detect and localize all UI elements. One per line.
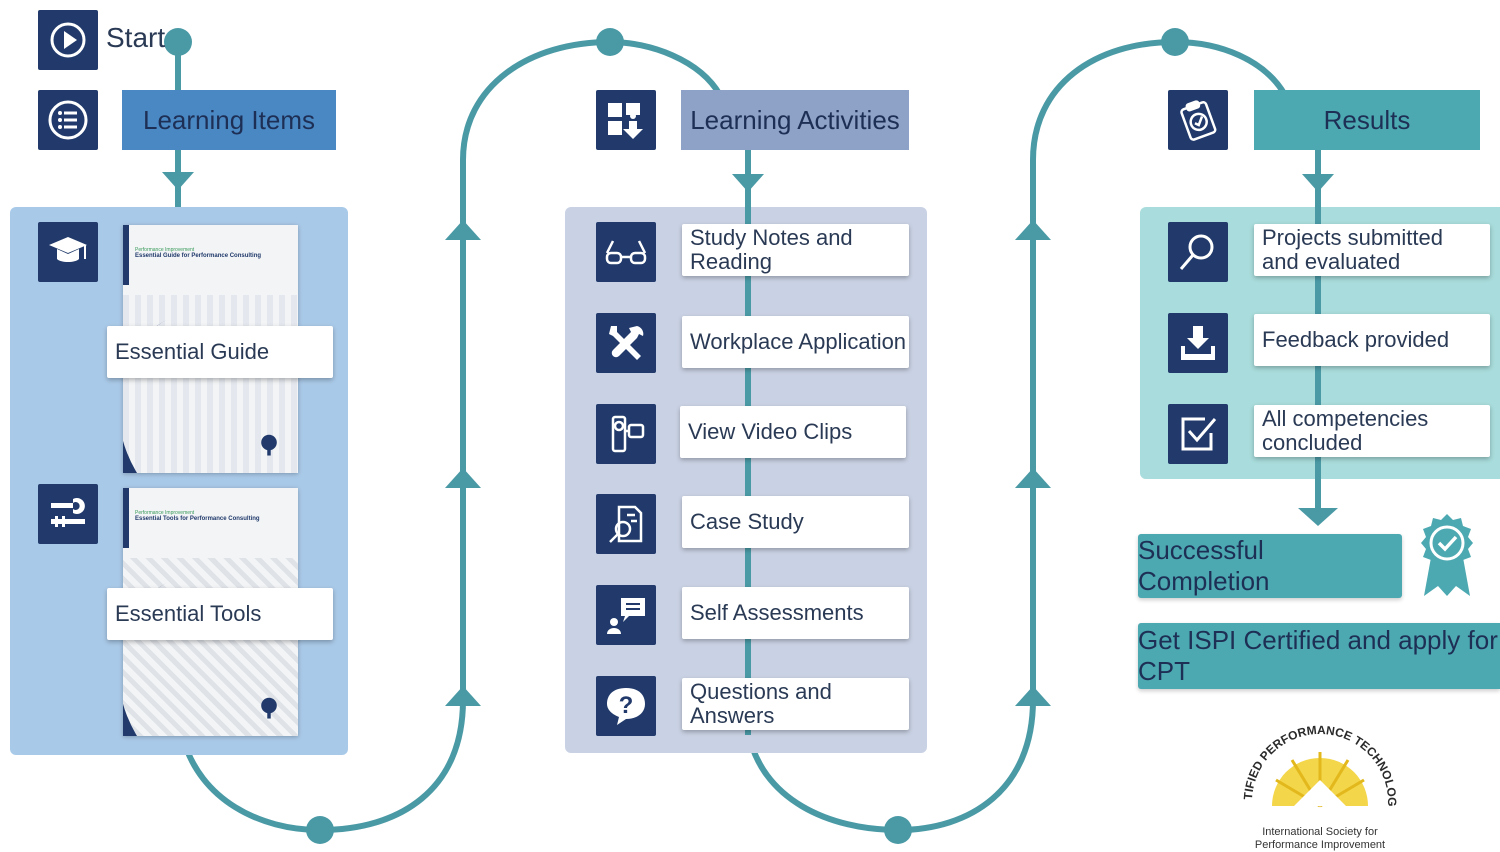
self-assessments-label[interactable]: Self Assessments <box>682 587 909 639</box>
all-competencies-label[interactable]: All competencies concluded <box>1254 405 1490 457</box>
list-icon <box>38 90 98 150</box>
clipboard-check-icon <box>1168 90 1228 150</box>
puzzle-icon <box>596 90 656 150</box>
tools-icon <box>38 484 98 544</box>
projects-submitted-label[interactable]: Projects submitted and evaluated <box>1254 224 1490 276</box>
question-bubble-icon: ? <box>596 676 656 736</box>
essential-tools-label[interactable]: Essential Tools <box>107 588 333 640</box>
doc-pre-text: Performance Improvement <box>135 510 195 516</box>
wrench-screwdriver-icon <box>596 313 656 373</box>
start-label: Start <box>106 22 166 53</box>
award-ribbon-icon <box>1421 514 1473 596</box>
doc-title: Essential Tools for Performance Consulti… <box>135 516 260 522</box>
case-study-label[interactable]: Case Study <box>682 496 909 548</box>
tree-logo-icon <box>250 696 288 724</box>
doc-pre-text: Performance Improvement <box>135 247 195 253</box>
successful-completion-box[interactable]: Successful Completion <box>1138 534 1402 598</box>
magnifier-icon <box>1168 222 1228 282</box>
play-icon[interactable] <box>38 10 98 70</box>
video-camera-icon <box>596 404 656 464</box>
doc-title: Essential Guide for Performance Consulti… <box>135 253 262 259</box>
learning-items-header[interactable]: Learning Items <box>122 90 336 150</box>
checkbox-icon <box>1168 404 1228 464</box>
tree-logo-icon <box>250 433 288 461</box>
document-search-icon <box>596 494 656 554</box>
study-notes-label[interactable]: Study Notes and Reading <box>682 224 909 276</box>
workplace-application-label[interactable]: Workplace Application <box>682 316 909 368</box>
feedback-provided-label[interactable]: Feedback provided <box>1254 314 1490 366</box>
learning-activities-header[interactable]: Learning Activities <box>681 90 909 150</box>
glasses-icon <box>596 222 656 282</box>
seal-org-line1: International Society for <box>1262 826 1378 838</box>
svg-text:?: ? <box>619 692 634 719</box>
person-chat-icon <box>596 585 656 645</box>
projects-submitted-line1: Projects submitted <box>1262 225 1443 250</box>
download-tray-icon <box>1168 313 1228 373</box>
view-video-clips-label[interactable]: View Video Clips <box>680 406 906 458</box>
questions-answers-label[interactable]: Questions and Answers <box>682 678 909 730</box>
projects-submitted-line2: and evaluated <box>1262 249 1401 274</box>
graduation-cap-icon <box>38 222 98 282</box>
essential-guide-label[interactable]: Essential Guide <box>107 326 333 378</box>
results-header[interactable]: Results <box>1254 90 1480 150</box>
cpt-seal-logo: CERTIFIED PERFORMANCE TECHNOLOGIST <box>1240 706 1399 808</box>
seal-org-name: International Society for Performance Im… <box>1230 826 1410 852</box>
ispi-certification-box[interactable]: Get ISPI Certified and apply for CPT <box>1138 623 1500 689</box>
seal-org-line2: Performance Improvement <box>1254 839 1386 851</box>
